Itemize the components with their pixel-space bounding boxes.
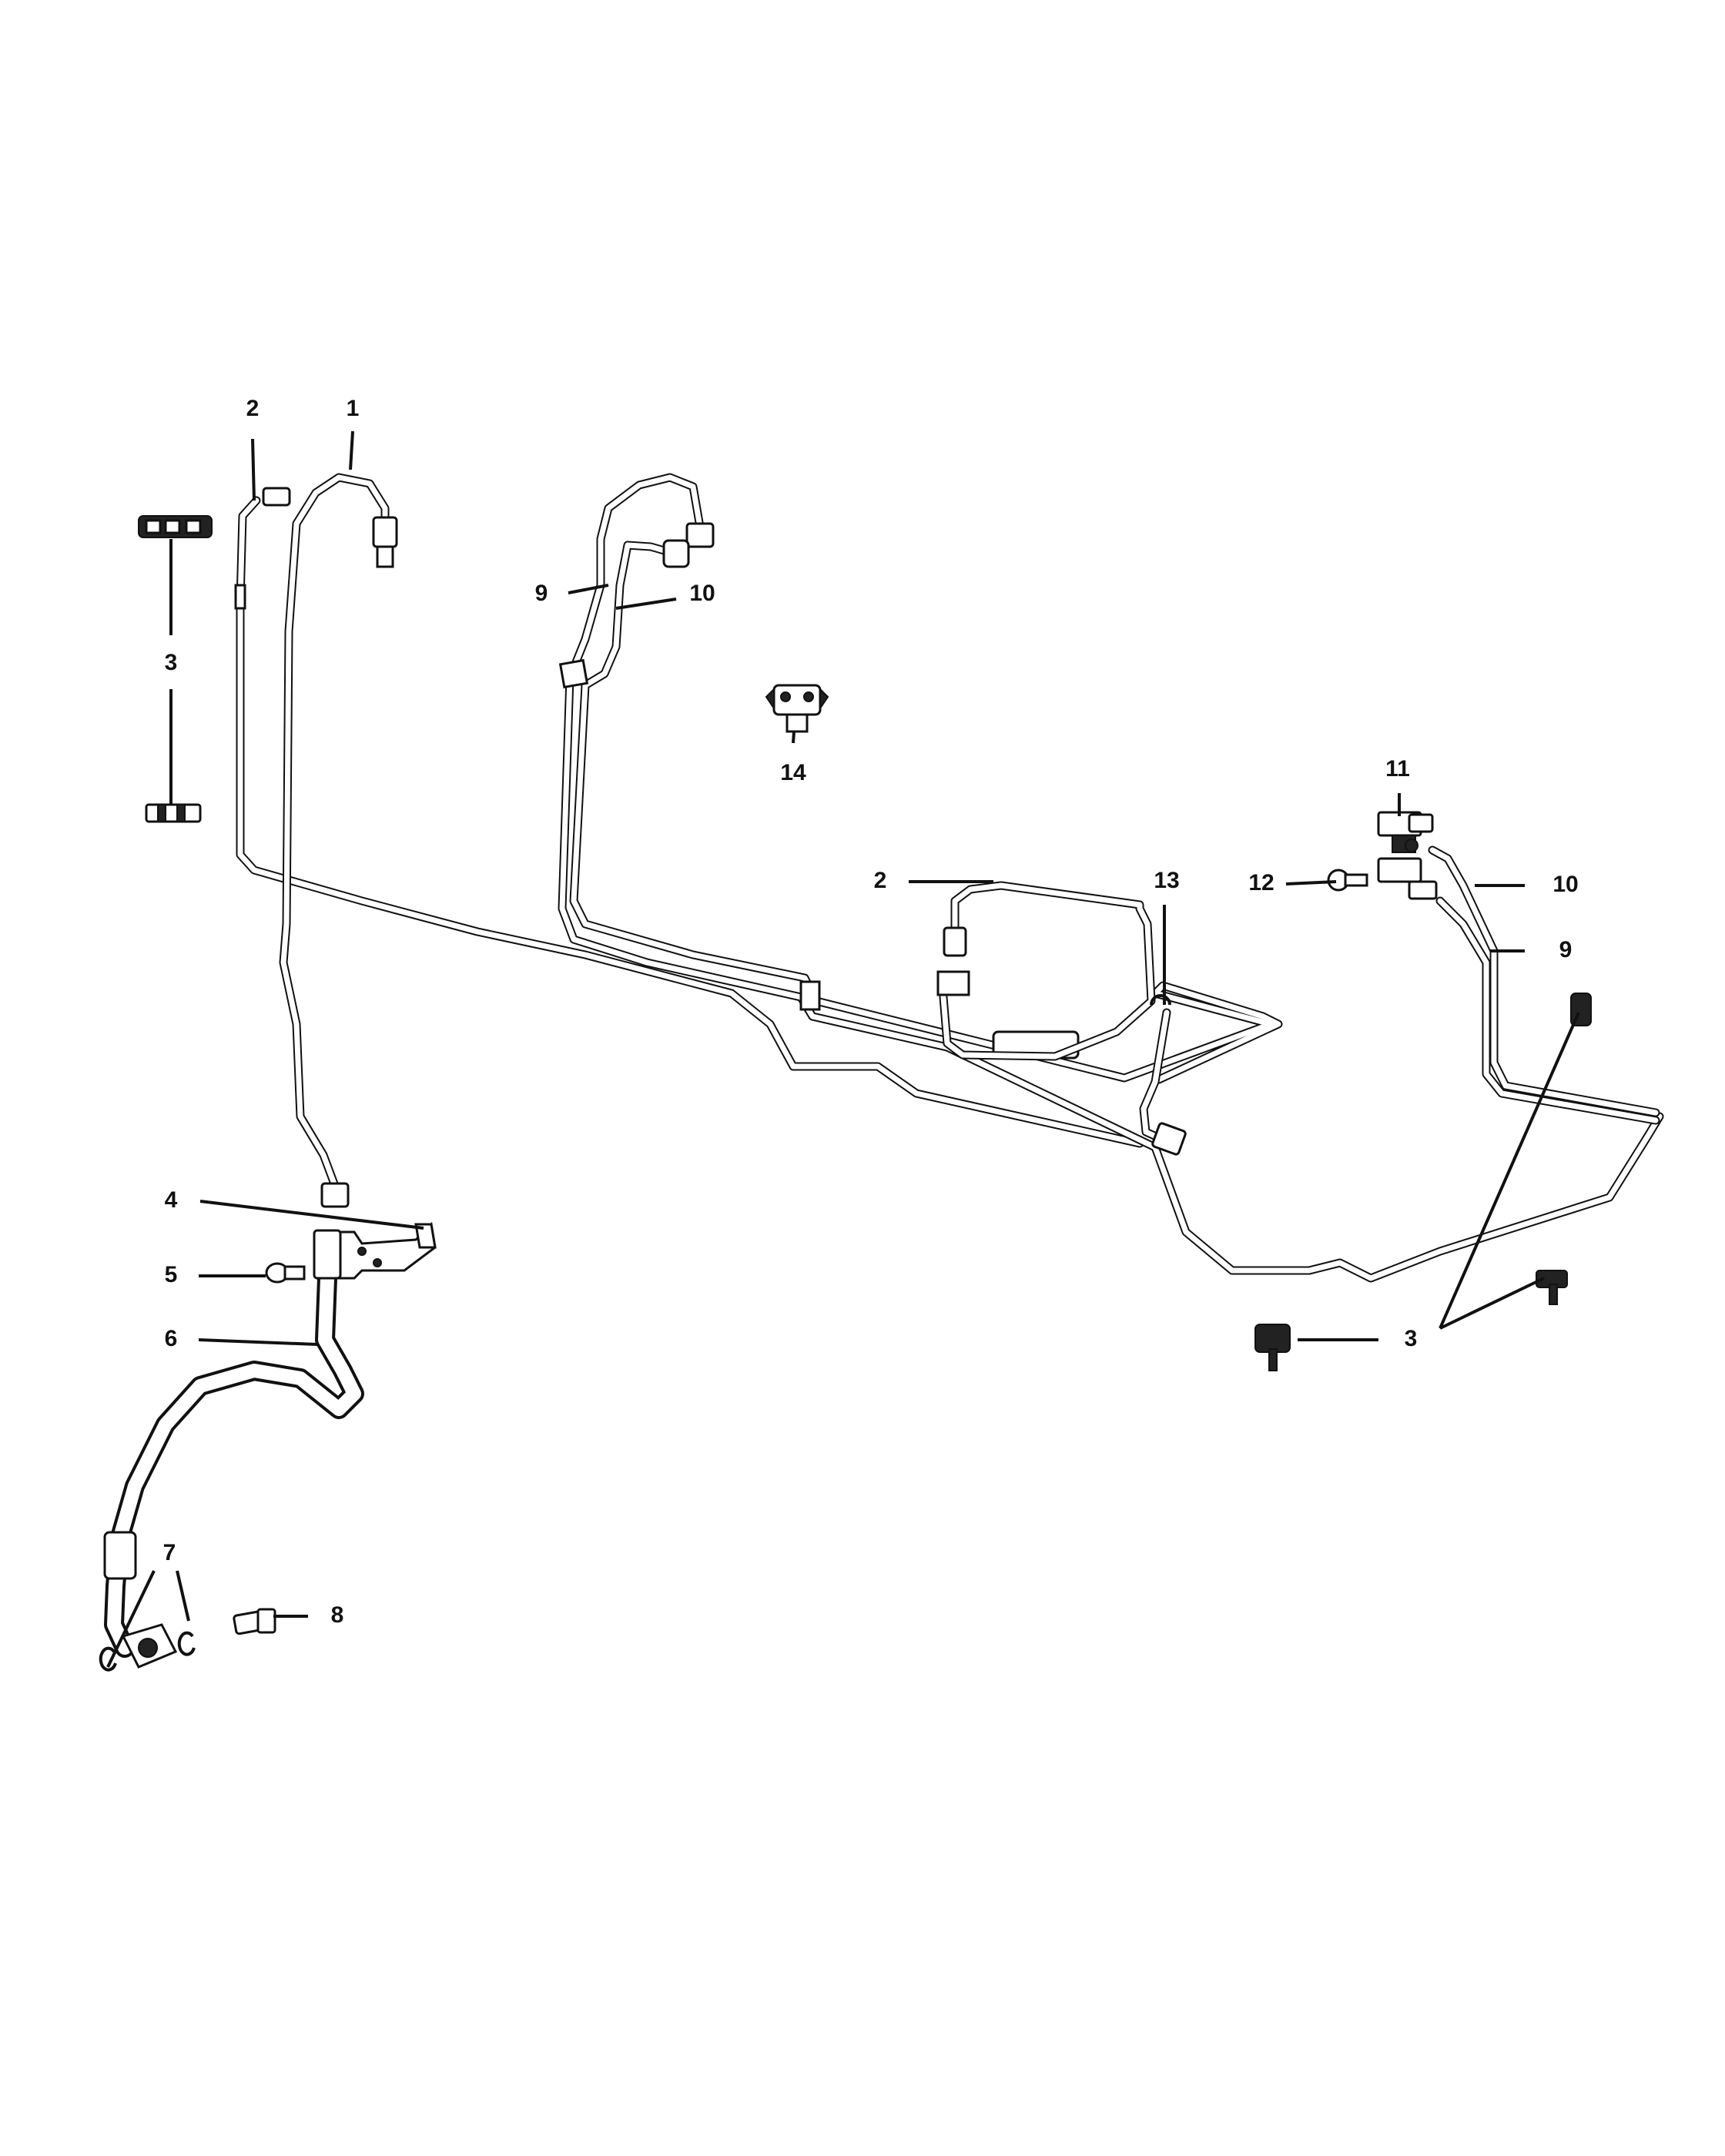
banjo-bolt-8 [233, 1608, 276, 1635]
callout-8: 8 [331, 1602, 344, 1628]
callout-12: 12 [1248, 870, 1274, 896]
tube-sleeve [558, 658, 589, 689]
bolt-5 [265, 1262, 306, 1284]
callout-11: 11 [1385, 756, 1410, 782]
brake-tube-9 [558, 473, 1664, 1283]
tube-clip-14 [765, 684, 829, 733]
callout-5: 5 [165, 1262, 178, 1287]
brake-tube-10 [569, 539, 1283, 1084]
tube-nut-fitting [662, 539, 690, 568]
callouts: 2 1 3 9 10 14 11 12 10 2 13 9 4 5 6 3 7 … [163, 396, 1579, 1628]
tube-end [376, 545, 394, 568]
callout-3: 3 [165, 650, 178, 675]
brake-tube-1 [279, 473, 398, 1208]
banjo-fitting-7 [99, 1623, 196, 1672]
callout-2: 2 [246, 396, 260, 421]
callout-14: 14 [780, 760, 806, 785]
tube-clip-3-right [1254, 993, 1592, 1371]
tube-nut-fitting [943, 926, 967, 957]
callout-10: 10 [1552, 872, 1578, 897]
bracket-4 [326, 1221, 437, 1280]
junction-block-11 [1377, 811, 1438, 900]
callout-1: 1 [347, 396, 360, 421]
tube-clip-3-left [138, 515, 213, 823]
tube-sleeve [799, 980, 821, 1011]
bolt-12 [1327, 869, 1368, 892]
brake-tube-branch [1139, 1008, 1187, 1156]
hose-ferrule [103, 1531, 137, 1580]
hose-end-fitting [313, 1229, 342, 1280]
callout-10: 10 [689, 581, 715, 606]
callout-6: 6 [165, 1326, 178, 1351]
callout-4: 4 [165, 1187, 178, 1213]
tube-sleeve [234, 584, 246, 610]
tube-nut-fitting [262, 487, 291, 507]
callout-9: 9 [535, 581, 548, 606]
tube-nut-fitting [372, 516, 398, 548]
tube-nut-fitting [320, 1182, 350, 1208]
brake-tube-2-right [936, 881, 1156, 1061]
callout-9: 9 [1559, 937, 1573, 962]
tube-nut-fitting [685, 522, 715, 548]
callout-13: 13 [1154, 868, 1179, 893]
leader-lines [106, 430, 1580, 1668]
tube-clip [936, 970, 970, 996]
tube-sleeves [558, 658, 1080, 1060]
brake-tube-2-left [234, 487, 1144, 1148]
brake-tube-right-rear [1428, 845, 1660, 1125]
callout-3: 3 [1405, 1326, 1418, 1351]
callout-2: 2 [874, 868, 887, 893]
tube-nut-fitting [1151, 1122, 1187, 1156]
brake-hose-6 [103, 1229, 364, 1658]
tube-clip-13 [1150, 994, 1171, 1006]
callout-7: 7 [163, 1540, 176, 1565]
